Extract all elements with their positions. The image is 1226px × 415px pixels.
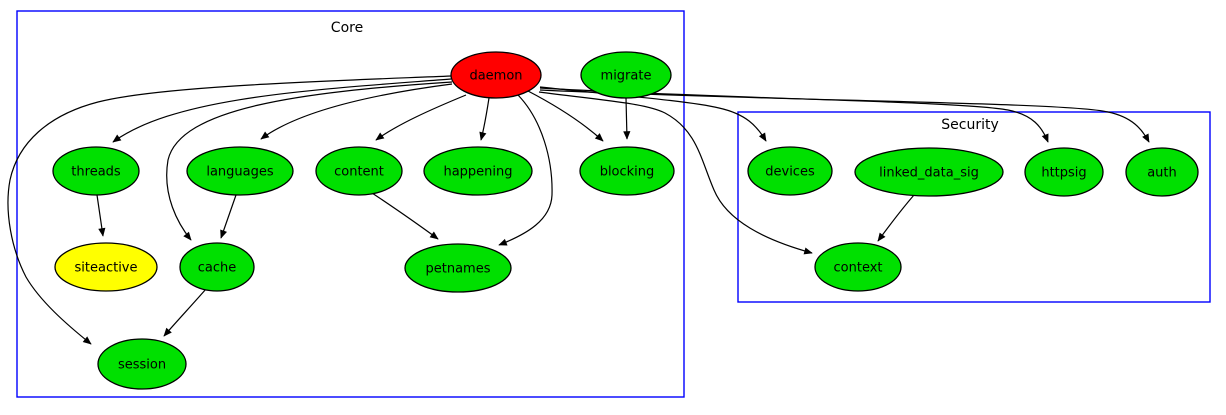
cluster-security-box [737,111,1211,303]
edge-daemon-petnames [498,94,553,246]
edge-daemon-languages [260,83,453,140]
node-happening-label: happening [443,165,512,180]
cluster-core-label: Core [331,20,363,36]
node-blocking-label: blocking [600,165,655,180]
node-httpsig-label: httpsig [1041,166,1086,181]
node-languages-label: languages [206,165,274,180]
node-cache [179,242,255,292]
node-daemon [450,51,542,99]
node-siteactive-label: siteactive [75,261,138,276]
node-blocking [579,146,675,196]
node-httpsig [1024,147,1104,197]
node-cache-label: cache [198,261,237,276]
edge-threads-siteactive [96,194,106,237]
edge-daemon-blocking [527,90,604,142]
node-devices [747,146,833,196]
edge-daemon-httpsig [539,87,1049,143]
node-migrate [580,51,672,99]
node-threads-label: threads [71,165,121,180]
node-languages [186,146,294,196]
edge-daemon-devices [539,86,767,142]
edge-content-petnames [371,192,439,240]
cluster-security-label: Security [941,117,999,133]
edge-daemon-happening [479,97,490,141]
edge-daemon-threads [112,78,452,143]
node-auth-label: auth [1147,166,1177,181]
node-happening [423,146,533,196]
node-session [97,338,187,390]
node-devices-label: devices [765,165,815,180]
node-siteactive [54,242,158,292]
node-content-label: content [334,165,384,180]
node-migrate-label: migrate [601,69,652,84]
cluster-core-box [16,10,685,398]
node-context-label: context [834,261,883,276]
edge-daemon-auth [539,89,1150,143]
node-linked_data_sig-label: linked_data_sig [879,166,979,181]
node-context [814,242,902,292]
edge-languages-cache [220,194,237,239]
node-session-label: session [118,358,166,373]
edge-linked_data_sig-context [877,194,915,242]
node-linked_data_sig [854,147,1004,197]
node-auth [1125,147,1199,197]
node-threads [52,146,140,196]
node-content [315,146,403,196]
edge-cache-session [163,288,207,337]
edge-daemon-session [7,75,452,345]
node-petnames-label: petnames [426,262,491,277]
node-petnames [404,243,512,293]
edge-migrate-blocking [623,97,631,140]
edge-daemon-cache [166,81,453,241]
edge-daemon-content [375,94,467,141]
node-daemon-label: daemon [469,69,522,84]
edge-daemon-context [538,91,813,255]
